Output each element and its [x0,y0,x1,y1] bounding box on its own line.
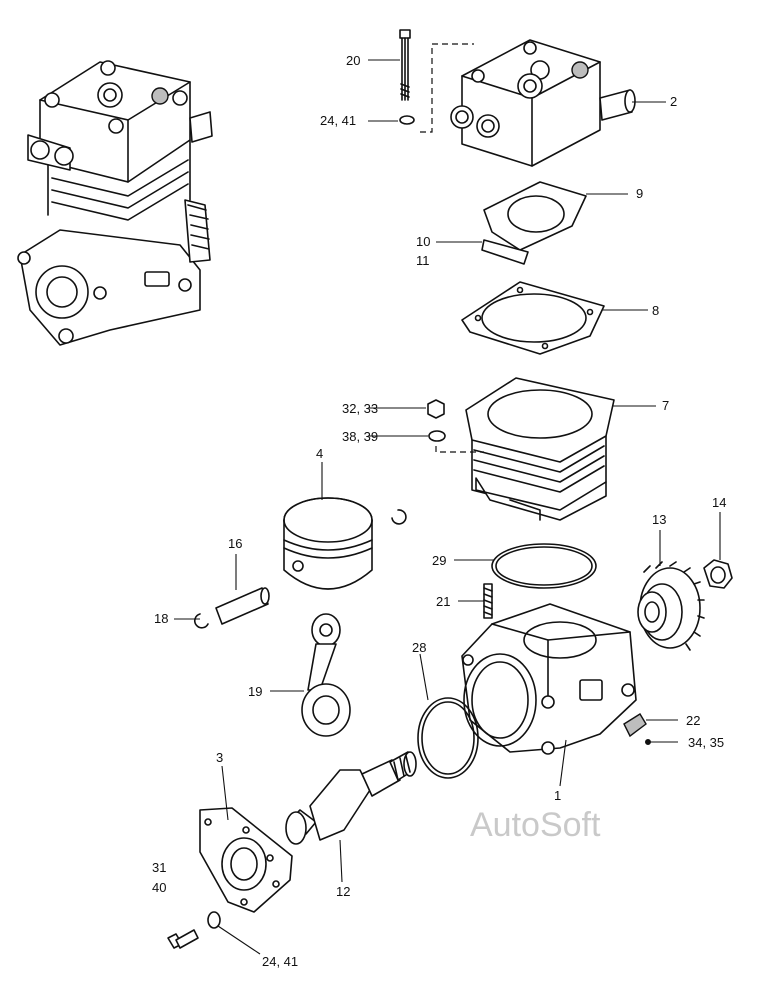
callout-38-39: 38, 39 [342,429,378,444]
callout-16: 16 [228,536,242,551]
piston-pin-clip [391,509,407,525]
callout-4: 4 [316,446,323,461]
cover-bolt-washer [207,911,221,929]
callout-22: 22 [686,713,700,728]
head-bolt-washer [399,115,415,125]
callout-8: 8 [652,303,659,318]
callout-24-41-bottom: 24, 41 [262,954,298,969]
cylinder-washer [428,430,446,442]
callout-20: 20 [346,53,360,68]
stud [483,583,493,619]
assembled-compressor-illustration [17,60,213,346]
callout-18: 18 [154,611,168,626]
callout-labels: 20 24, 41 2 9 10 11 8 32, 33 38, 39 7 4 … [152,53,726,969]
callout-3: 3 [216,750,223,765]
cover-bolt [167,929,199,949]
leader-lines [174,59,721,955]
callout-28: 28 [412,640,426,655]
callout-21: 21 [436,594,450,609]
drive-gear [637,561,705,651]
callout-29: 29 [432,553,446,568]
callout-19: 19 [248,684,262,699]
callout-34-35: 34, 35 [688,735,724,750]
callout-13: 13 [652,512,666,527]
crankcase [461,603,637,755]
assembly-guide-line [435,446,484,453]
connecting-rod [301,613,351,737]
piston-pin-clip [194,613,209,629]
end-cover [199,807,293,913]
crankcase-o-ring [417,697,479,779]
crankcase-o-ring-inner [421,701,475,775]
cylinder-gasket [461,281,605,355]
head-bolt [399,29,411,101]
cylinder-o-ring [491,543,597,589]
callout-12: 12 [336,884,350,899]
head-gasket-plate [483,181,587,251]
cylinder [465,377,615,521]
crankshaft [285,751,417,845]
callout-11: 11 [416,253,430,268]
reed-plate [481,239,529,265]
cylinder-nut [427,399,445,419]
callout-24-41-top: 24, 41 [320,113,356,128]
callout-10: 10 [416,234,430,249]
piston [283,497,373,590]
callout-2: 2 [670,94,677,109]
callout-9: 9 [636,186,643,201]
callout-40: 40 [152,880,166,895]
cylinder-head [450,39,636,167]
callout-7: 7 [662,398,669,413]
callout-31: 31 [152,860,166,875]
callout-14: 14 [712,495,726,510]
assembly-guide-line [420,43,474,133]
cover-plate [623,713,647,738]
piston-pin [215,587,270,625]
cylinder-o-ring-inner [495,546,593,586]
callout-1: 1 [554,788,561,803]
callout-32-33: 32, 33 [342,401,378,416]
gear-nut [703,559,733,589]
cover-plate-screw [645,739,651,745]
watermark: AutoSoft [470,806,601,844]
